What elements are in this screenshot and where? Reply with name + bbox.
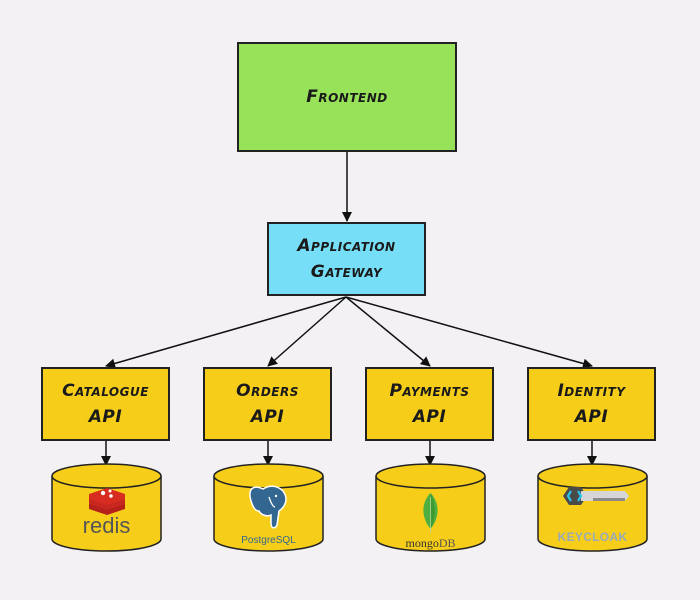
catalogue-api-node[interactable]: Catalogue API (41, 367, 170, 441)
mongodb-logo-text: mongoDB (375, 536, 486, 551)
redis-logo-icon (89, 488, 125, 515)
frontend-label: Frontend (306, 87, 388, 107)
identity-api-node[interactable]: Identity API (527, 367, 656, 441)
gateway-label-line-1: Application (297, 236, 396, 256)
identity-api-label-line-2: API (574, 407, 609, 427)
edge-gateway-catalogue (105, 296, 347, 369)
database-cylinder-icon (51, 463, 162, 552)
mongodb-logo-text-mongo: mongo (405, 536, 439, 550)
orders-api-label-line-1: Orders (236, 381, 299, 401)
mongodb-logo-text-db: DB (438, 536, 456, 550)
catalogue-api-label-line-2: API (88, 407, 123, 427)
orders-api-label-line-2: API (250, 407, 285, 427)
identity-api-label-line-1: Identity (557, 381, 626, 401)
payments-api-label-line-1: Payments (389, 381, 470, 401)
keycloak-key-icon (563, 487, 629, 505)
application-gateway-node[interactable]: Application Gateway (267, 222, 426, 296)
database-cylinder-icon (537, 463, 648, 552)
keycloak-database-node[interactable]: KEYCLOAK (537, 463, 648, 553)
edge-gateway-identity (345, 296, 593, 369)
edge-gateway-orders (267, 296, 347, 367)
mongodb-leaf-icon (423, 493, 438, 533)
database-cylinder-icon (375, 463, 486, 552)
keycloak-logo-text: KEYCLOAK (557, 530, 628, 544)
redis-database-node[interactable]: redis (51, 463, 162, 553)
gateway-label-line-2: Gateway (310, 262, 383, 282)
postgresql-logo-text: PostgreSQL (241, 535, 296, 546)
payments-api-label-line-2: API (412, 407, 447, 427)
redis-logo-text: redis (82, 513, 131, 538)
payments-api-node[interactable]: Payments API (365, 367, 494, 441)
database-cylinder-icon (213, 463, 324, 552)
catalogue-api-label-line-1: Catalogue (62, 381, 149, 401)
mongodb-database-node[interactable]: mongoDB (375, 463, 486, 553)
frontend-node[interactable]: Frontend (237, 42, 457, 152)
edge-gateway-payments (345, 296, 431, 367)
orders-api-node[interactable]: Orders API (203, 367, 332, 441)
postgresql-database-node[interactable]: PostgreSQL (213, 463, 324, 553)
postgresql-elephant-icon (249, 485, 287, 529)
